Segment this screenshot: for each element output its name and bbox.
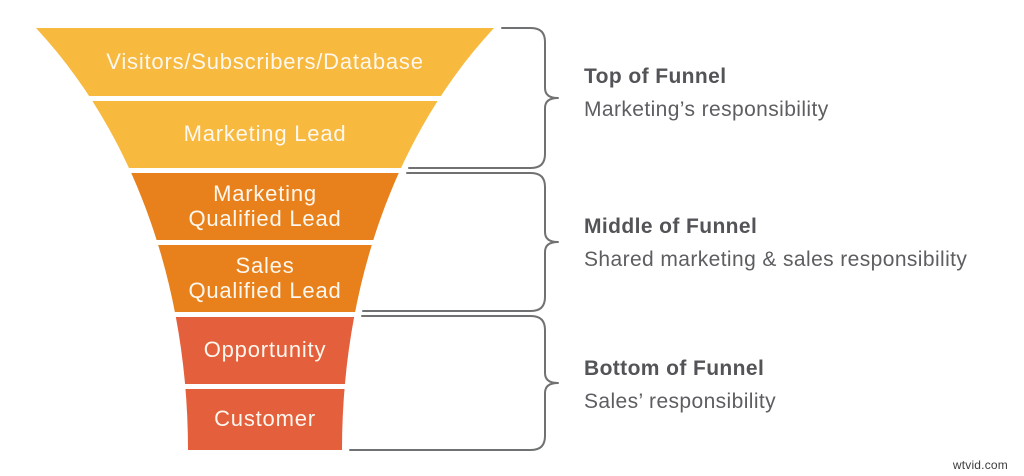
watermark: wtvid.com [952,458,1008,472]
funnel-stage-mql-shape [36,173,494,240]
annotation-title: Top of Funnel [584,65,727,88]
annotation-top-of-funnel: Top of Funnel Marketing’s responsibility [584,64,1014,122]
annotation-description: Shared marketing & sales responsibility [584,248,968,271]
brace-middle-of-funnel [362,172,559,312]
annotation-title: Middle of Funnel [584,215,758,238]
funnel-stage-visitors-shape [36,28,494,96]
annotation-title: Bottom of Funnel [584,357,765,380]
annotation-middle-of-funnel: Middle of Funnel Shared marketing & sale… [584,214,1014,272]
funnel-stage-marketing-lead-shape [36,101,494,168]
annotation-description: Marketing’s responsibility [584,98,829,121]
annotation-bottom-of-funnel: Bottom of Funnel Sales’ responsibility [584,356,1014,414]
funnel-stage-customer-shape [36,389,494,450]
funnel-stage-sql-shape [36,245,494,312]
funnel-stage-opportunity-shape [36,317,494,384]
annotation-description: Sales’ responsibility [584,390,777,413]
brace-top-of-funnel [408,27,559,169]
brace-bottom-of-funnel [349,315,559,451]
